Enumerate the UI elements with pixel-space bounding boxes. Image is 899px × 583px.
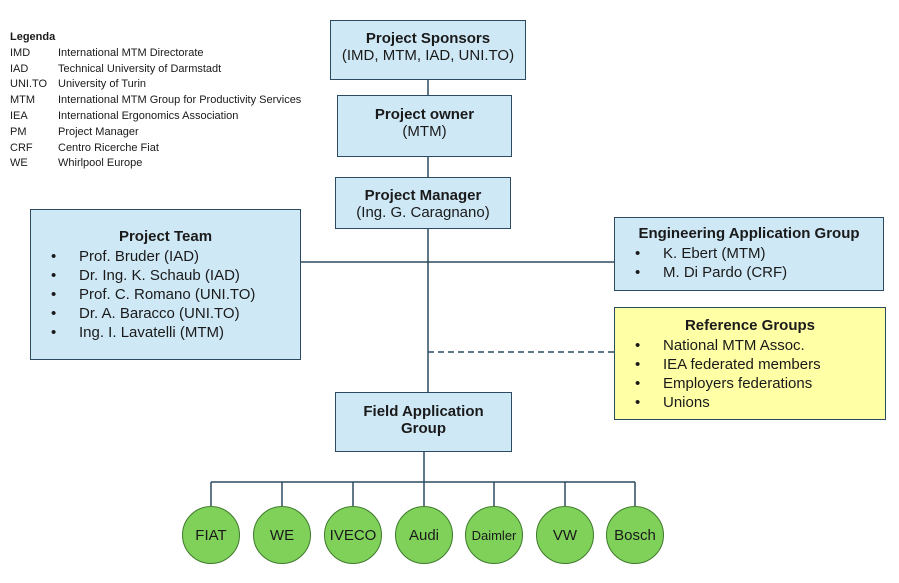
- legend-row: IAD Technical University of Darmstadt: [10, 62, 301, 78]
- legend-row: UNI.TO University of Turin: [10, 77, 301, 93]
- field-title-line2: Group: [401, 420, 446, 437]
- team-member: Dr. Ing. K. Schaub (IAD): [31, 266, 300, 285]
- owner-sub: (MTM): [402, 123, 447, 140]
- manager-title: Project Manager: [364, 187, 482, 204]
- project-owner-box: Project owner (MTM): [337, 95, 512, 157]
- reference-title: Reference Groups: [684, 317, 816, 334]
- company-daimler: Daimler: [465, 506, 523, 564]
- reference-member: IEA federated members: [615, 355, 885, 374]
- legend-text: International MTM Directorate: [58, 46, 204, 59]
- company-vw: VW: [536, 506, 594, 564]
- reference-member-list: National MTM Assoc. IEA federated member…: [615, 336, 885, 412]
- legend-text: Whirlpool Europe: [58, 157, 143, 170]
- legend-row: IEA International Ergonomics Association: [10, 109, 301, 125]
- project-manager-box: Project Manager (Ing. G. Caragnano): [335, 177, 511, 229]
- team-member: Prof. Bruder (IAD): [31, 247, 300, 266]
- reference-groups-box: Reference Groups National MTM Assoc. IEA…: [614, 307, 886, 420]
- field-title-line1: Field Application: [363, 403, 484, 420]
- company-audi: Audi: [395, 506, 453, 564]
- project-sponsors-box: Project Sponsors (IMD, MTM, IAD, UNI.TO): [330, 20, 526, 80]
- legend-abbr: PM: [10, 125, 27, 138]
- sponsors-title: Project Sponsors: [365, 30, 491, 47]
- field-application-group-box: Field Application Group: [335, 392, 512, 452]
- legend-row: IMD International MTM Directorate: [10, 46, 301, 62]
- sponsors-sub: (IMD, MTM, IAD, UNI.TO): [341, 47, 515, 64]
- legend-abbr: IMD: [10, 46, 31, 59]
- legend-row: CRF Centro Ricerche Fiat: [10, 141, 301, 157]
- company-we: WE: [253, 506, 311, 564]
- legend-text: Technical University of Darmstadt: [58, 62, 222, 75]
- engineering-group-box: Engineering Application Group K. Ebert (…: [614, 217, 884, 291]
- legend-text: International MTM Group for Productivity…: [58, 94, 302, 107]
- company-iveco: IVECO: [324, 506, 382, 564]
- legend-row: MTM International MTM Group for Productiv…: [10, 93, 301, 109]
- legend-abbr: MTM: [10, 94, 36, 107]
- legend-text: University of Turin: [58, 78, 147, 91]
- company-bosch: Bosch: [606, 506, 664, 564]
- legend-abbr: IEA: [10, 109, 28, 122]
- team-member: Dr. A. Baracco (UNI.TO): [31, 304, 300, 323]
- team-member: Prof. C. Romano (UNI.TO): [31, 285, 300, 304]
- engineering-member: M. Di Pardo (CRF): [615, 263, 883, 282]
- legend-row: PM Project Manager: [10, 125, 301, 141]
- legend-abbr: IAD: [10, 62, 29, 75]
- legend-abbr: WE: [10, 157, 28, 170]
- engineering-member-list: K. Ebert (MTM) M. Di Pardo (CRF): [615, 244, 883, 282]
- team-member: Ing. I. Lavatelli (MTM): [31, 323, 300, 342]
- company-fiat: FIAT: [182, 506, 240, 564]
- owner-title: Project owner: [374, 106, 475, 123]
- legend-title: Legenda: [10, 31, 56, 43]
- legend: Legenda IMD International MTM Directorate…: [10, 30, 301, 172]
- legend-abbr: UNI.TO: [10, 78, 48, 91]
- legend-text: International Ergonomics Association: [58, 109, 239, 122]
- reference-member: Unions: [615, 393, 885, 412]
- manager-sub: (Ing. G. Caragnano): [356, 204, 490, 221]
- team-title: Project Team: [118, 228, 213, 245]
- legend-text: Project Manager: [58, 125, 139, 138]
- reference-member: National MTM Assoc.: [615, 336, 885, 355]
- legend-abbr: CRF: [10, 141, 33, 154]
- engineering-member: K. Ebert (MTM): [615, 244, 883, 263]
- reference-member: Employers federations: [615, 374, 885, 393]
- project-team-box: Project Team Prof. Bruder (IAD) Dr. Ing.…: [30, 209, 301, 360]
- team-member-list: Prof. Bruder (IAD) Dr. Ing. K. Schaub (I…: [31, 247, 300, 342]
- legend-row: WE Whirlpool Europe: [10, 156, 301, 172]
- legend-text: Centro Ricerche Fiat: [58, 141, 159, 154]
- engineering-title: Engineering Application Group: [638, 225, 860, 242]
